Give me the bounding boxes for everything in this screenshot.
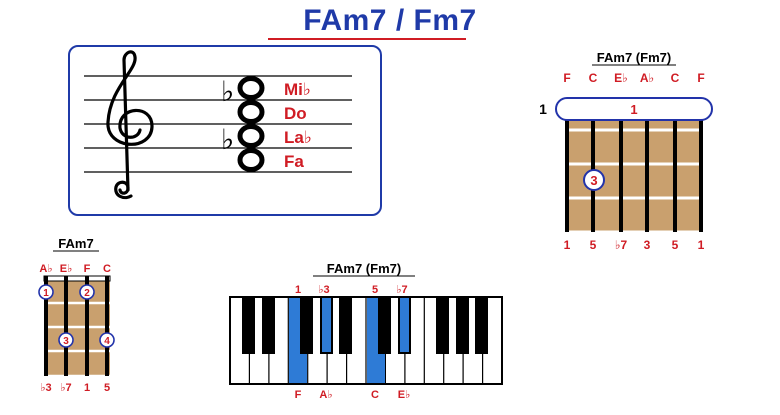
guitar-string-notes: F C E♭ A♭ C F	[563, 71, 704, 85]
guitar-interval-1: 1	[564, 238, 571, 252]
piano-note-f: F	[295, 389, 302, 401]
piano-key-ab	[322, 298, 331, 352]
guitar-interval-3: ♭7	[615, 238, 628, 252]
ukulele-finger-numbers: 1 2 3 4	[43, 288, 110, 347]
guitar-interval-2: 5	[590, 238, 597, 252]
guitar-interval-6: 1	[698, 238, 705, 252]
ukulele-fretboard	[43, 275, 111, 378]
piano-key-eb	[400, 298, 409, 352]
ukulele-title: FAm7	[58, 236, 93, 251]
guitar-finger-number: 3	[590, 173, 597, 188]
ukulele-note-2: E♭	[60, 263, 73, 275]
ukulele-intervals: ♭3 ♭7 1 5	[40, 382, 110, 394]
piano-interval-b7: ♭7	[396, 284, 407, 296]
ukulele-finger-1: 1	[43, 288, 49, 299]
guitar-fret-number: 1	[539, 101, 547, 117]
piano-note-eb: E♭	[398, 389, 411, 401]
piano-interval-5: 5	[372, 284, 378, 296]
chord-noteheads	[237, 76, 265, 172]
guitar-barre-finger: 1	[630, 102, 637, 117]
piano-note-c: C	[371, 389, 379, 401]
note-name-ab: La♭	[284, 128, 312, 147]
ukulele-interval-3: 1	[84, 382, 90, 394]
note-name-eb: Mi♭	[284, 80, 311, 99]
guitar-note-2: C	[589, 71, 598, 85]
page-title: FAm7 / Fm7	[303, 4, 477, 37]
ukulele-note-1: A♭	[39, 263, 52, 275]
treble-clef-icon	[106, 50, 154, 200]
flat-sign-2: ♭	[221, 124, 234, 155]
guitar-note-6: F	[697, 71, 704, 85]
note-name-c: Do	[284, 104, 307, 123]
guitar-interval-5: 5	[672, 238, 679, 252]
ukulele-finger-2: 2	[84, 288, 90, 299]
guitar-barre-marker	[555, 97, 713, 121]
piano-interval-b3: ♭3	[318, 284, 329, 296]
guitar-finger-dot	[583, 169, 605, 191]
ukulele-interval-2: ♭7	[60, 382, 71, 394]
piano-bottom-labels: F A♭ C E♭	[295, 389, 411, 401]
guitar-note-1: F	[563, 71, 570, 85]
piano-top-labels: 1 ♭3 5 ♭7	[295, 284, 408, 296]
ukulele-finger-dots	[38, 284, 115, 348]
note-name-f: Fa	[284, 152, 304, 171]
piano-keyboard	[229, 296, 503, 385]
guitar-note-3: E♭	[614, 71, 628, 85]
guitar-note-4: A♭	[640, 71, 654, 85]
ukulele-finger-3: 3	[63, 336, 69, 347]
ukulele-string-notes: A♭ E♭ F C	[39, 263, 111, 275]
title-underline	[268, 38, 466, 40]
piano-interval-1: 1	[295, 284, 301, 296]
ukulele-interval-1: ♭3	[40, 382, 51, 394]
guitar-note-5: C	[671, 71, 680, 85]
guitar-title: FAm7 (Fm7)	[597, 50, 671, 65]
staff-note-names: Mi♭ Do La♭ Fa	[284, 80, 312, 171]
ukulele-note-3: F	[84, 263, 91, 275]
flat-sign-1: ♭	[221, 76, 234, 107]
ukulele-note-4: C	[103, 263, 111, 275]
guitar-intervals: 1 5 ♭7 3 5 1	[564, 238, 705, 252]
ukulele-interval-4: 5	[104, 382, 110, 394]
piano-title: FAm7 (Fm7)	[327, 261, 401, 276]
piano-note-ab: A♭	[319, 389, 332, 401]
guitar-interval-4: 3	[644, 238, 651, 252]
ukulele-finger-4: 4	[104, 336, 110, 347]
